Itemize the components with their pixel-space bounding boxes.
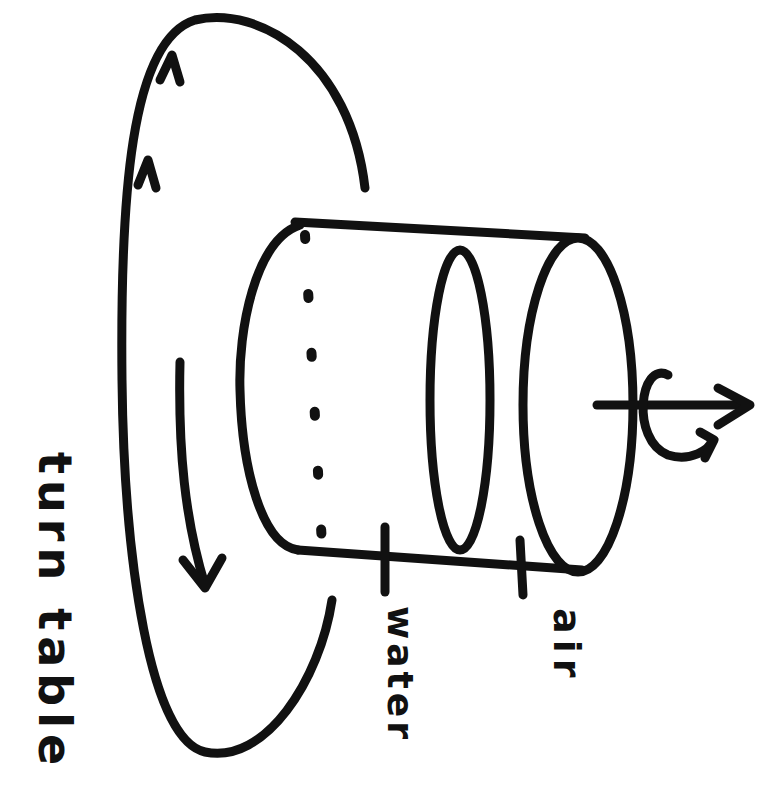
axis-spin-arrowhead [700,432,714,458]
turntable-label: turn table [32,452,78,771]
axis-spin-arrow [643,373,712,457]
rotation-arrowhead [183,558,222,588]
cylinder-edge [298,550,582,570]
ring-arrowhead [138,160,156,188]
axis-arrowhead [718,388,750,425]
leader-line [381,527,390,592]
ring-arrowhead [160,55,180,82]
turntable-ring [122,18,365,754]
rotation-axis [597,401,748,410]
water-label: water [382,606,418,743]
cylinder-end [240,225,300,550]
leader-line [520,540,523,595]
cylinder-edge [295,222,585,238]
water-air-interface [430,250,490,550]
rotation-arrow [180,362,205,585]
hidden-edge [305,235,322,545]
air-label: air [548,608,586,683]
